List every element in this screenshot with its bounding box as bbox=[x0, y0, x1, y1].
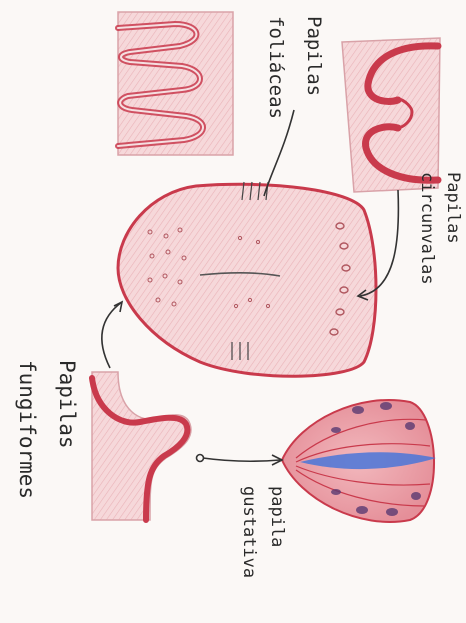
svg-text:Papilascircunvalas: Papilas circunvalas bbox=[417, 172, 463, 285]
label-circumvallate: Papilas circunvalas bbox=[417, 172, 463, 285]
foliate-papillae-drawing bbox=[118, 12, 233, 155]
arrow-foliate-to-tongue bbox=[264, 110, 294, 196]
arrow-fungiform-to-bud bbox=[203, 458, 280, 461]
svg-text:Papilasfoliáceas: Papilas foliáceas bbox=[265, 16, 325, 119]
label-foliate: Papilas foliáceas bbox=[265, 16, 325, 119]
label-fungiform-line1: Papilas bbox=[55, 360, 79, 449]
label-taste-bud: papila gustativa bbox=[239, 486, 287, 578]
label-foliate-line1: Papilas bbox=[303, 16, 325, 96]
taste-bud-drawing bbox=[282, 400, 436, 522]
svg-text:Papilasfungiformes: Papilas fungiformes bbox=[15, 360, 79, 499]
label-taste-bud-line2: gustativa bbox=[239, 486, 259, 578]
tongue-drawing bbox=[118, 182, 376, 376]
label-taste-bud-line1: papila bbox=[267, 486, 287, 547]
circumvallate-papillae-drawing bbox=[342, 38, 440, 192]
label-foliate-line2: foliáceas bbox=[265, 16, 287, 119]
svg-text:papilagustativa: papila gustativa bbox=[239, 486, 287, 578]
label-fungiform: Papilas fungiformes bbox=[15, 360, 79, 499]
fungiform-pointer-origin bbox=[197, 455, 204, 462]
arrow-fungiform-to-tongue bbox=[102, 302, 122, 368]
fungiform-papillae-drawing bbox=[92, 372, 191, 520]
label-circumvallate-line1: Papilas bbox=[443, 172, 463, 244]
label-circumvallate-line2: circunvalas bbox=[417, 172, 437, 285]
label-fungiform-line2: fungiformes bbox=[15, 360, 39, 499]
